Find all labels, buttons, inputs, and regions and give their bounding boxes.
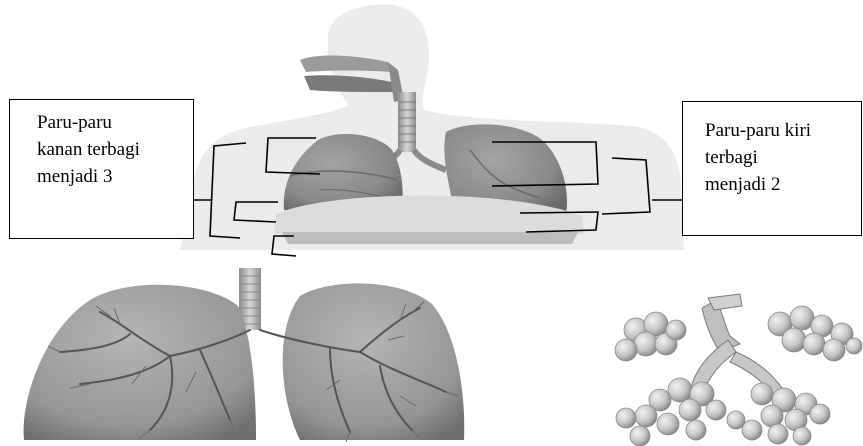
callout-left-lung-line-1: Paru-paru kiri bbox=[705, 117, 861, 144]
callout-left-lung: Paru-paru kiri terbagi menjadi 2 bbox=[682, 101, 862, 236]
callout-left-lung-line-2: terbagi bbox=[705, 144, 861, 171]
callout-right-lung-line-1: Paru-paru bbox=[37, 109, 193, 136]
large-lungs-illustration bbox=[24, 268, 465, 442]
callout-right-lung: Paru-paru kanan terbagi menjadi 3 bbox=[9, 99, 194, 239]
callout-right-lung-line-3: menjadi 3 bbox=[37, 163, 193, 190]
callout-left-lung-line-3: menjadi 2 bbox=[705, 171, 861, 198]
alveoli-illustration bbox=[615, 294, 862, 446]
callout-right-lung-line-2: kanan terbagi bbox=[37, 136, 193, 163]
